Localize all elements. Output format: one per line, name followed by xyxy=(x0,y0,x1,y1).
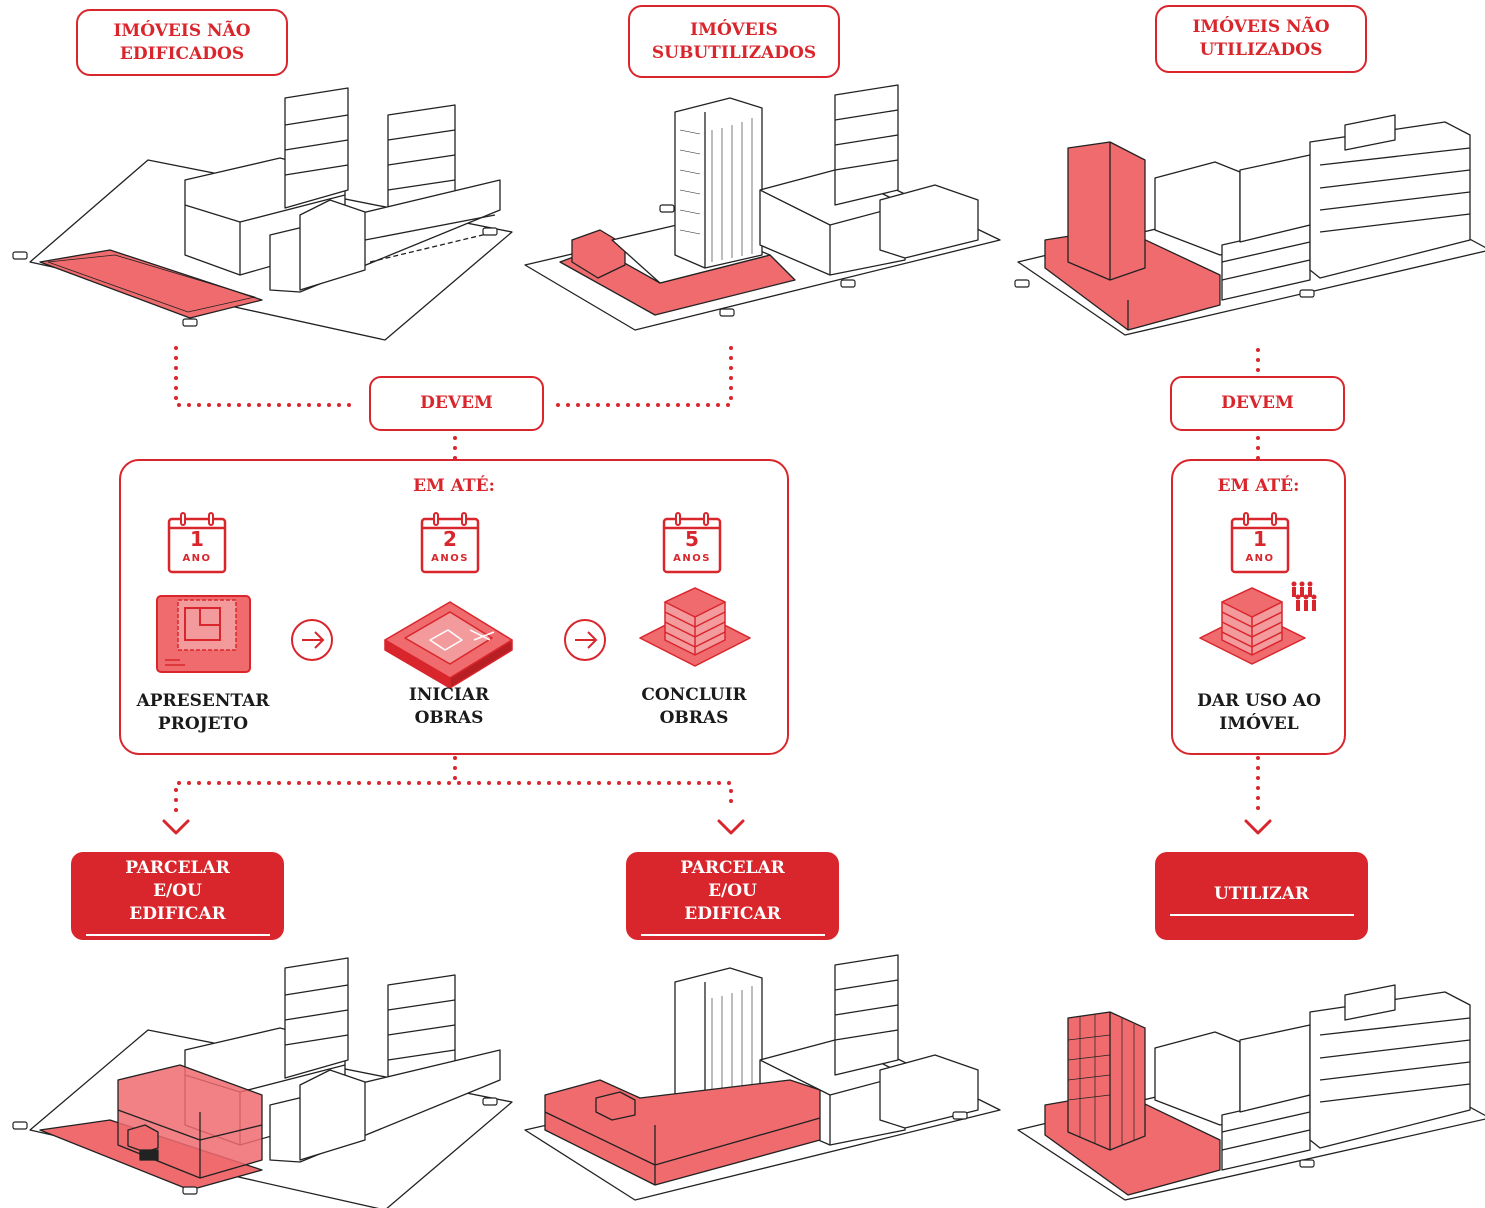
outcome-parcelar-edificar-left: PARCELAR E/OU EDIFICAR xyxy=(71,852,284,940)
calendar-number: 5 xyxy=(685,527,699,551)
next-arrow-icon xyxy=(291,619,333,661)
calendar-icon: 1 ANO xyxy=(167,510,227,574)
calendar-unit: ANOS xyxy=(673,553,711,564)
calendar-unit: ANOS xyxy=(431,553,469,564)
category-subutilizados: IMÓVEIS SUBUTILIZADOS xyxy=(628,5,840,78)
city-block-completed-illustration xyxy=(524,954,1001,1201)
step-label-concluir-obras: CONCLUIR OBRAS xyxy=(641,685,747,728)
flow-connectors xyxy=(174,343,1260,812)
down-arrow-icons xyxy=(162,819,1272,835)
devem-label-left: DEVEM xyxy=(369,376,544,431)
calendar-icon: 1 ANO xyxy=(1230,510,1290,574)
outcome-underline xyxy=(1169,913,1354,916)
calendar-number: 1 xyxy=(190,527,204,551)
em-ate-heading-right: EM ATÉ: xyxy=(1217,476,1300,496)
calendar-number: 2 xyxy=(443,527,457,551)
step-label-iniciar-obras: INICIAR OBRAS xyxy=(408,685,490,728)
city-block-vacant-lot-illustration xyxy=(12,87,513,341)
construction-site-icon xyxy=(384,601,513,689)
outcome-label: PARCELAR E/OU EDIFICAR xyxy=(125,857,230,924)
category-nao-edificados: IMÓVEIS NÃO EDIFICADOS xyxy=(76,9,288,76)
outcome-parcelar-edificar-center: PARCELAR E/OU EDIFICAR xyxy=(626,852,839,940)
outcome-label: UTILIZAR xyxy=(1213,883,1310,904)
calendar-icon: 5 ANOS xyxy=(662,510,722,574)
outcome-underline xyxy=(85,933,270,936)
deadline-panel-right xyxy=(1171,459,1346,755)
floor-plan-icon xyxy=(156,595,251,673)
outcome-utilizar: UTILIZAR xyxy=(1155,852,1368,940)
outcome-underline xyxy=(640,933,825,936)
category-nao-utilizados: IMÓVEIS NÃO UTILIZADOS xyxy=(1155,5,1367,73)
city-block-underused-illustration xyxy=(524,84,1001,331)
step-label-apresentar-projeto: APRESENTAR PROJETO xyxy=(136,691,270,734)
outcome-label: PARCELAR E/OU EDIFICAR xyxy=(680,857,785,924)
deadline-panel-left xyxy=(119,459,789,755)
calendar-number: 1 xyxy=(1253,527,1267,551)
city-block-built-illustration xyxy=(12,957,513,1208)
calendar-unit: ANO xyxy=(182,553,212,564)
step-label-dar-uso: DAR USO AO IMÓVEL xyxy=(1197,691,1321,734)
building-people-icon xyxy=(1199,581,1317,665)
calendar-icon: 2 ANOS xyxy=(420,510,480,574)
calendar-unit: ANO xyxy=(1245,553,1275,564)
city-block-unused-illustration xyxy=(1014,114,1485,336)
city-block-occupied-illustration xyxy=(1017,984,1485,1201)
next-arrow-icon xyxy=(564,619,606,661)
devem-label-right: DEVEM xyxy=(1170,376,1345,431)
building-stack-icon xyxy=(639,587,751,667)
em-ate-heading-left: EM ATÉ: xyxy=(413,476,495,496)
